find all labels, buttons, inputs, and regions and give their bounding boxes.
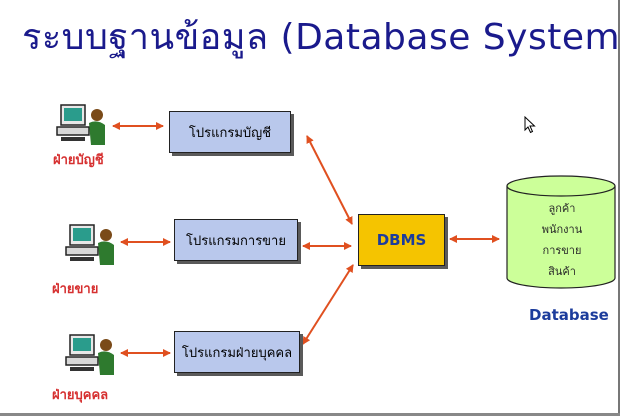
- frame-border-bottom: [0, 413, 620, 416]
- department-label-sales: ฝ่ายขาย: [52, 282, 99, 297]
- program-box-personnel: โปรแกรมฝ่ายบุคคล: [174, 331, 300, 373]
- page-title: ระบบฐานข้อมูล (Database System): [22, 17, 620, 58]
- computer-user-icon: [65, 224, 114, 265]
- arrow-accounting-program-dbms: [306, 135, 353, 225]
- dbms-box: DBMS: [358, 214, 445, 266]
- arrow-personnel-program-dbms: [302, 264, 354, 345]
- program-box-sales: โปรแกรมการขาย: [174, 219, 298, 261]
- database-cylinder: [506, 175, 616, 289]
- database-label: Database: [529, 306, 609, 324]
- program-box-accounting: โปรแกรมบัญชี: [169, 111, 291, 153]
- database-item-employee: พนักงาน: [541, 223, 583, 236]
- database-item-product: สินค้า: [548, 265, 576, 278]
- computer-user-icon: [65, 334, 114, 375]
- mouse-cursor-icon: [524, 116, 536, 134]
- department-label-accounting: ฝ่ายบัญชี: [53, 153, 104, 168]
- department-label-personnel: ฝ่ายบุคคล: [52, 388, 109, 403]
- computer-user-icon: [56, 104, 105, 145]
- database-item-sales: การขาย: [542, 244, 582, 257]
- database-item-customer: ลูกค้า: [548, 202, 576, 215]
- frame-border-right: [618, 0, 620, 416]
